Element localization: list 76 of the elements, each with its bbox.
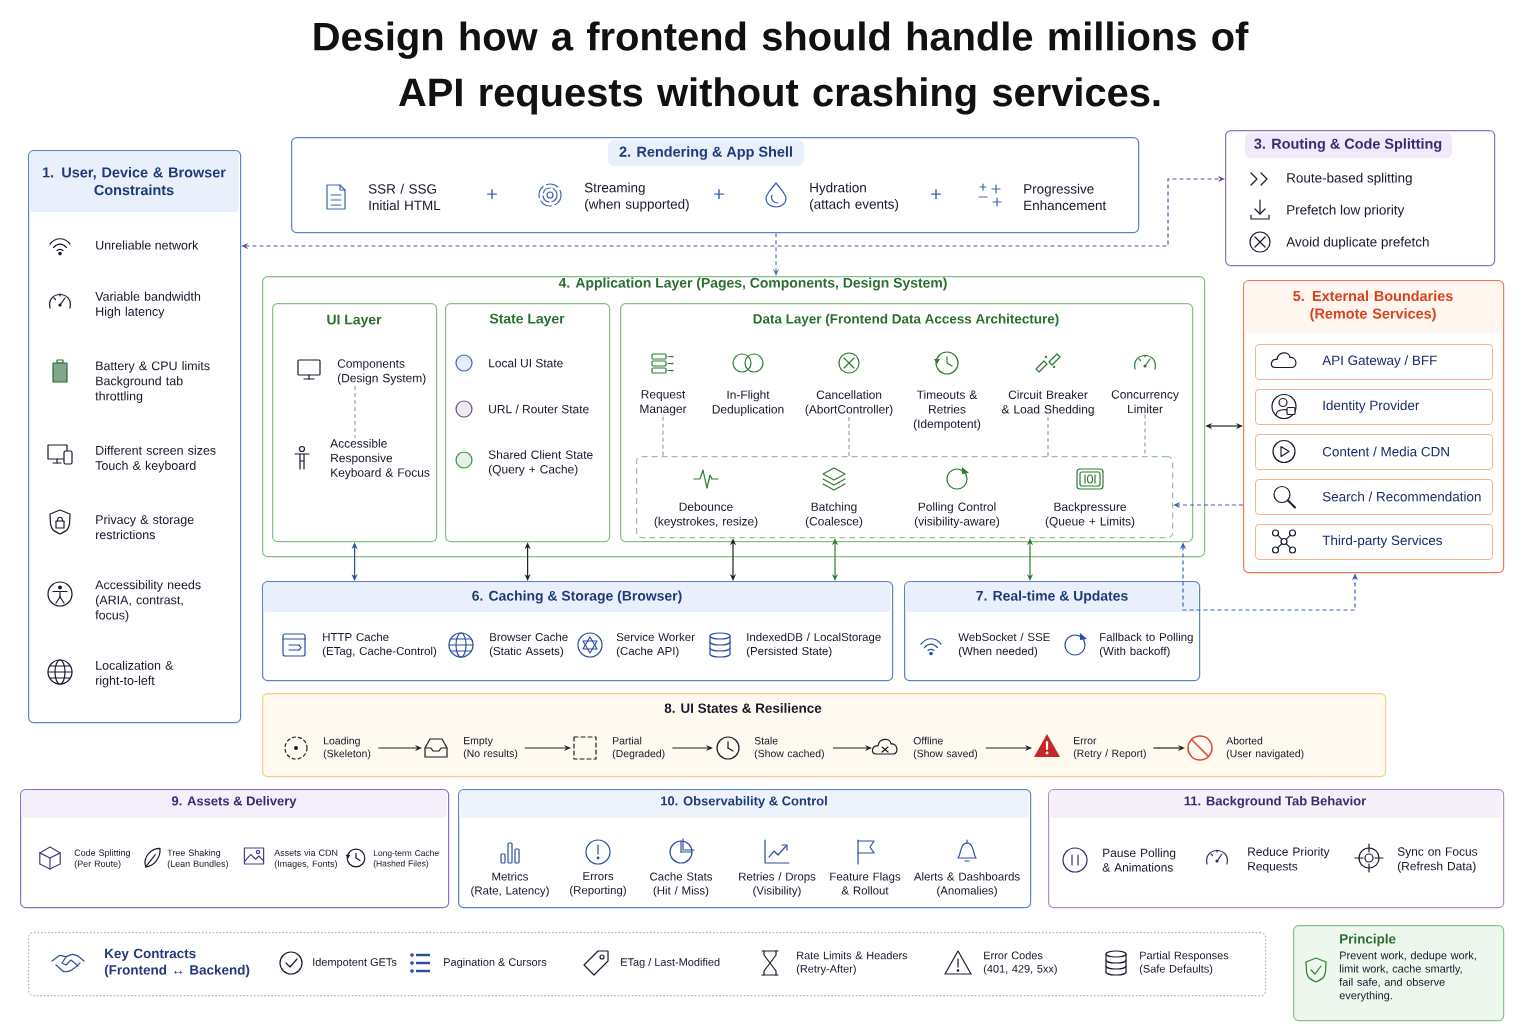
- item-label: Fallback to Polling (With backoff): [1099, 632, 1193, 658]
- item-label: Local UI State: [489, 358, 563, 368]
- item-label: ETag / Last-Modified: [621, 957, 720, 969]
- item-label: Service Worker (Cache API): [616, 632, 695, 658]
- item-label: Concurrency Limiter: [1111, 390, 1179, 414]
- item-label: Hydration (attach events): [810, 182, 899, 212]
- item-label: Browser Cache (Static Assets): [489, 632, 568, 658]
- item-label: Request Manager: [640, 390, 687, 416]
- item-label: Batching (Coalesce): [805, 502, 863, 528]
- item-label: Pause Polling & Animations: [1102, 848, 1176, 872]
- plus-sign: +: [487, 189, 497, 199]
- item-label: Reduce Priority Requests: [1248, 847, 1330, 873]
- item-label: Debounce (keystrokes, resize): [654, 502, 758, 528]
- item-label: Localization & right-to-left: [96, 660, 174, 688]
- item-label: Privacy & storage restrictions: [96, 514, 194, 540]
- service-box: Third-party Services: [1255, 524, 1493, 560]
- connector-line: [662, 416, 664, 457]
- item-label: IndexedDB / LocalStorage (Persisted State): [746, 632, 881, 658]
- item-label: Prefetch low priority: [1287, 204, 1405, 218]
- item-label: Error Codes (401, 429, 5xx): [983, 951, 1057, 975]
- item-label: Metrics (Rate, Latency): [471, 872, 549, 897]
- item-label: Timeouts & Retries (Idempotent): [913, 390, 981, 431]
- item-label: Route-based splitting: [1287, 172, 1412, 186]
- title: Design how a frontend should handle millions of API requests without crashing services.: [314, 21, 1249, 115]
- item-label: Rate Limits & Headers (Retry-After): [796, 951, 908, 975]
- item-label: Partial Responses (Safe Defaults): [1139, 951, 1229, 975]
- item-label: Progressive Enhancement: [1024, 183, 1107, 211]
- item-label: Shared Client State (Query + Cache): [488, 450, 593, 476]
- item-label: Tree Shaking (Lean Bundles): [167, 849, 228, 869]
- plus-sign: +: [931, 189, 941, 199]
- service-box: Content / Media CDN: [1255, 434, 1493, 470]
- item-label: Stale (Show cached): [754, 736, 824, 760]
- item-label: Long-term Cache (Hashed Files): [373, 849, 439, 869]
- item-label: SSR / SSG Initial HTML: [368, 183, 441, 211]
- item-label: Streaming (when supported): [584, 182, 689, 212]
- item-label: Polling Control (visibility-aware): [914, 502, 1000, 528]
- item-label: Variable bandwidth High latency: [95, 291, 201, 319]
- item-label: Idempotent GETs: [313, 957, 397, 969]
- item-label: Loading (Skeleton): [323, 736, 371, 760]
- item-label: Accessibility needs (ARIA, contrast, focus): [95, 580, 201, 622]
- connector-line: [1047, 416, 1049, 457]
- item-label: Unreliable network: [96, 240, 199, 250]
- item-label: Error (Retry / Report): [1073, 736, 1146, 760]
- item-label: Feature Flags & Rollout: [830, 872, 901, 895]
- item-label: Code Splitting (Per Route): [74, 849, 130, 869]
- plus-sign: +: [714, 189, 724, 199]
- service-box: Search / Recommendation: [1255, 479, 1493, 515]
- item-label: Assets via CDN (Images, Fonts): [274, 849, 338, 869]
- item-label: Battery & CPU limits Background tab throttling: [95, 361, 210, 403]
- principle-card: Principle Prevent work, dedupe work, limit work, cache smartly, fail safe, and observe everything.: [1293, 925, 1505, 1022]
- item-label: WebSocket / SSE (When needed): [958, 632, 1050, 658]
- item-label: Accessible Responsive Keyboard & Focus: [330, 438, 430, 480]
- item-label: Cancellation (AbortController): [805, 390, 893, 416]
- item-label: URL / Router State: [489, 404, 589, 414]
- item-label: Offline (Show saved): [913, 736, 978, 760]
- item-label: Cache Stats (Hit / Miss): [650, 872, 713, 897]
- item-label: Sync on Focus (Refresh Data): [1397, 847, 1478, 873]
- item-label: Different screen sizes Touch & keyboard: [95, 445, 216, 473]
- dashed-group-box: [636, 456, 1174, 539]
- item-label: Circuit Breaker & Load Shedding: [1001, 390, 1094, 416]
- item-label: Empty (No results): [463, 736, 518, 760]
- service-box: Identity Provider: [1255, 389, 1493, 425]
- item-label: Avoid duplicate prefetch: [1286, 236, 1429, 250]
- item-label: Errors (Reporting): [570, 872, 626, 897]
- item-label: Aborted (User navigated): [1226, 736, 1304, 760]
- item-label: Pagination & Cursors: [444, 957, 547, 969]
- item-label: Alerts & Dashboards (Anomalies): [913, 872, 1020, 897]
- item-label: HTTP Cache (ETag, Cache-Control): [322, 632, 437, 658]
- item-label: Partial (Degraded): [612, 736, 665, 760]
- connector-line: [354, 385, 356, 439]
- item-label: In-Flight Deduplication: [712, 390, 784, 416]
- item-label: Components (Design System): [337, 359, 426, 385]
- service-box: API Gateway / BFF: [1255, 344, 1493, 380]
- connector-line: [848, 416, 850, 457]
- item-label: Retries / Drops (Visibility): [739, 872, 816, 897]
- item-label: Backpressure (Queue + Limits): [1045, 502, 1135, 528]
